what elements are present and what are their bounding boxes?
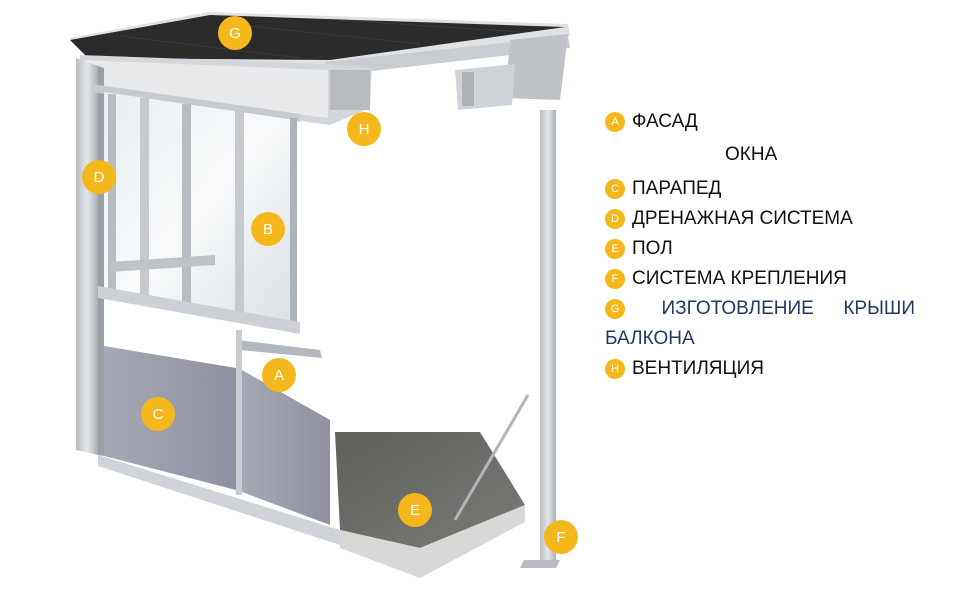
legend-item-g: G ИЗГОТОВЛЕНИЕ КРЫШИ [605,298,915,320]
legend-dot-g: G [605,299,625,319]
marker-b: B [251,212,285,246]
frame [76,58,322,456]
legend-item-f: F СИСТЕМА КРЕПЛЕНИЯ [605,268,847,290]
floor-slab [335,432,525,578]
roof-profile [80,55,515,125]
legend-text-f: СИСТЕМА КРЕПЛЕНИЯ [632,268,847,289]
marker-e: E [398,493,432,527]
legend-dot-a: A [605,112,625,132]
legend-item-e: E ПОЛ [605,238,673,260]
marker-c: C [141,397,175,431]
legend-dot-e: E [605,239,625,259]
marker-d: D [82,160,116,194]
marker-f: F [544,520,578,554]
legend-item-h: H ВЕНТИЛЯЦИЯ [605,358,764,380]
legend-item-b: ОКНА [725,144,777,166]
legend-item-a: A ФАСАД [605,111,698,133]
roof [70,12,570,100]
legend-text-e: ПОЛ [632,238,673,259]
legend-text-g-word3: БАЛКОНА [605,328,695,349]
support-post [453,110,560,568]
parapet [98,330,372,552]
legend-item-g-cont: БАЛКОНА [605,328,695,350]
legend-text-c: ПАРАПЕД [632,178,722,199]
legend-text-d: ДРЕНАЖНАЯ СИСТЕМА [632,208,853,229]
marker-a: A [262,358,296,392]
marker-h: H [347,112,381,146]
legend-text-g-word1: ИЗГОТОВЛЕНИЕ [661,298,814,319]
legend-dot-h: H [605,359,625,379]
marker-g: G [218,16,252,50]
legend-dot-c: C [605,179,625,199]
legend-text-a: ФАСАД [632,111,698,132]
legend-text-b: ОКНА [725,144,778,165]
legend-item-d: D ДРЕНАЖНАЯ СИСТЕМА [605,208,853,230]
legend-text-g-word2: КРЫШИ [843,298,915,319]
legend-dot-f: F [605,269,625,289]
legend-text-h: ВЕНТИЛЯЦИЯ [632,358,764,379]
legend-dot-d: D [605,209,625,229]
legend-item-c: C ПАРАПЕД [605,178,721,200]
